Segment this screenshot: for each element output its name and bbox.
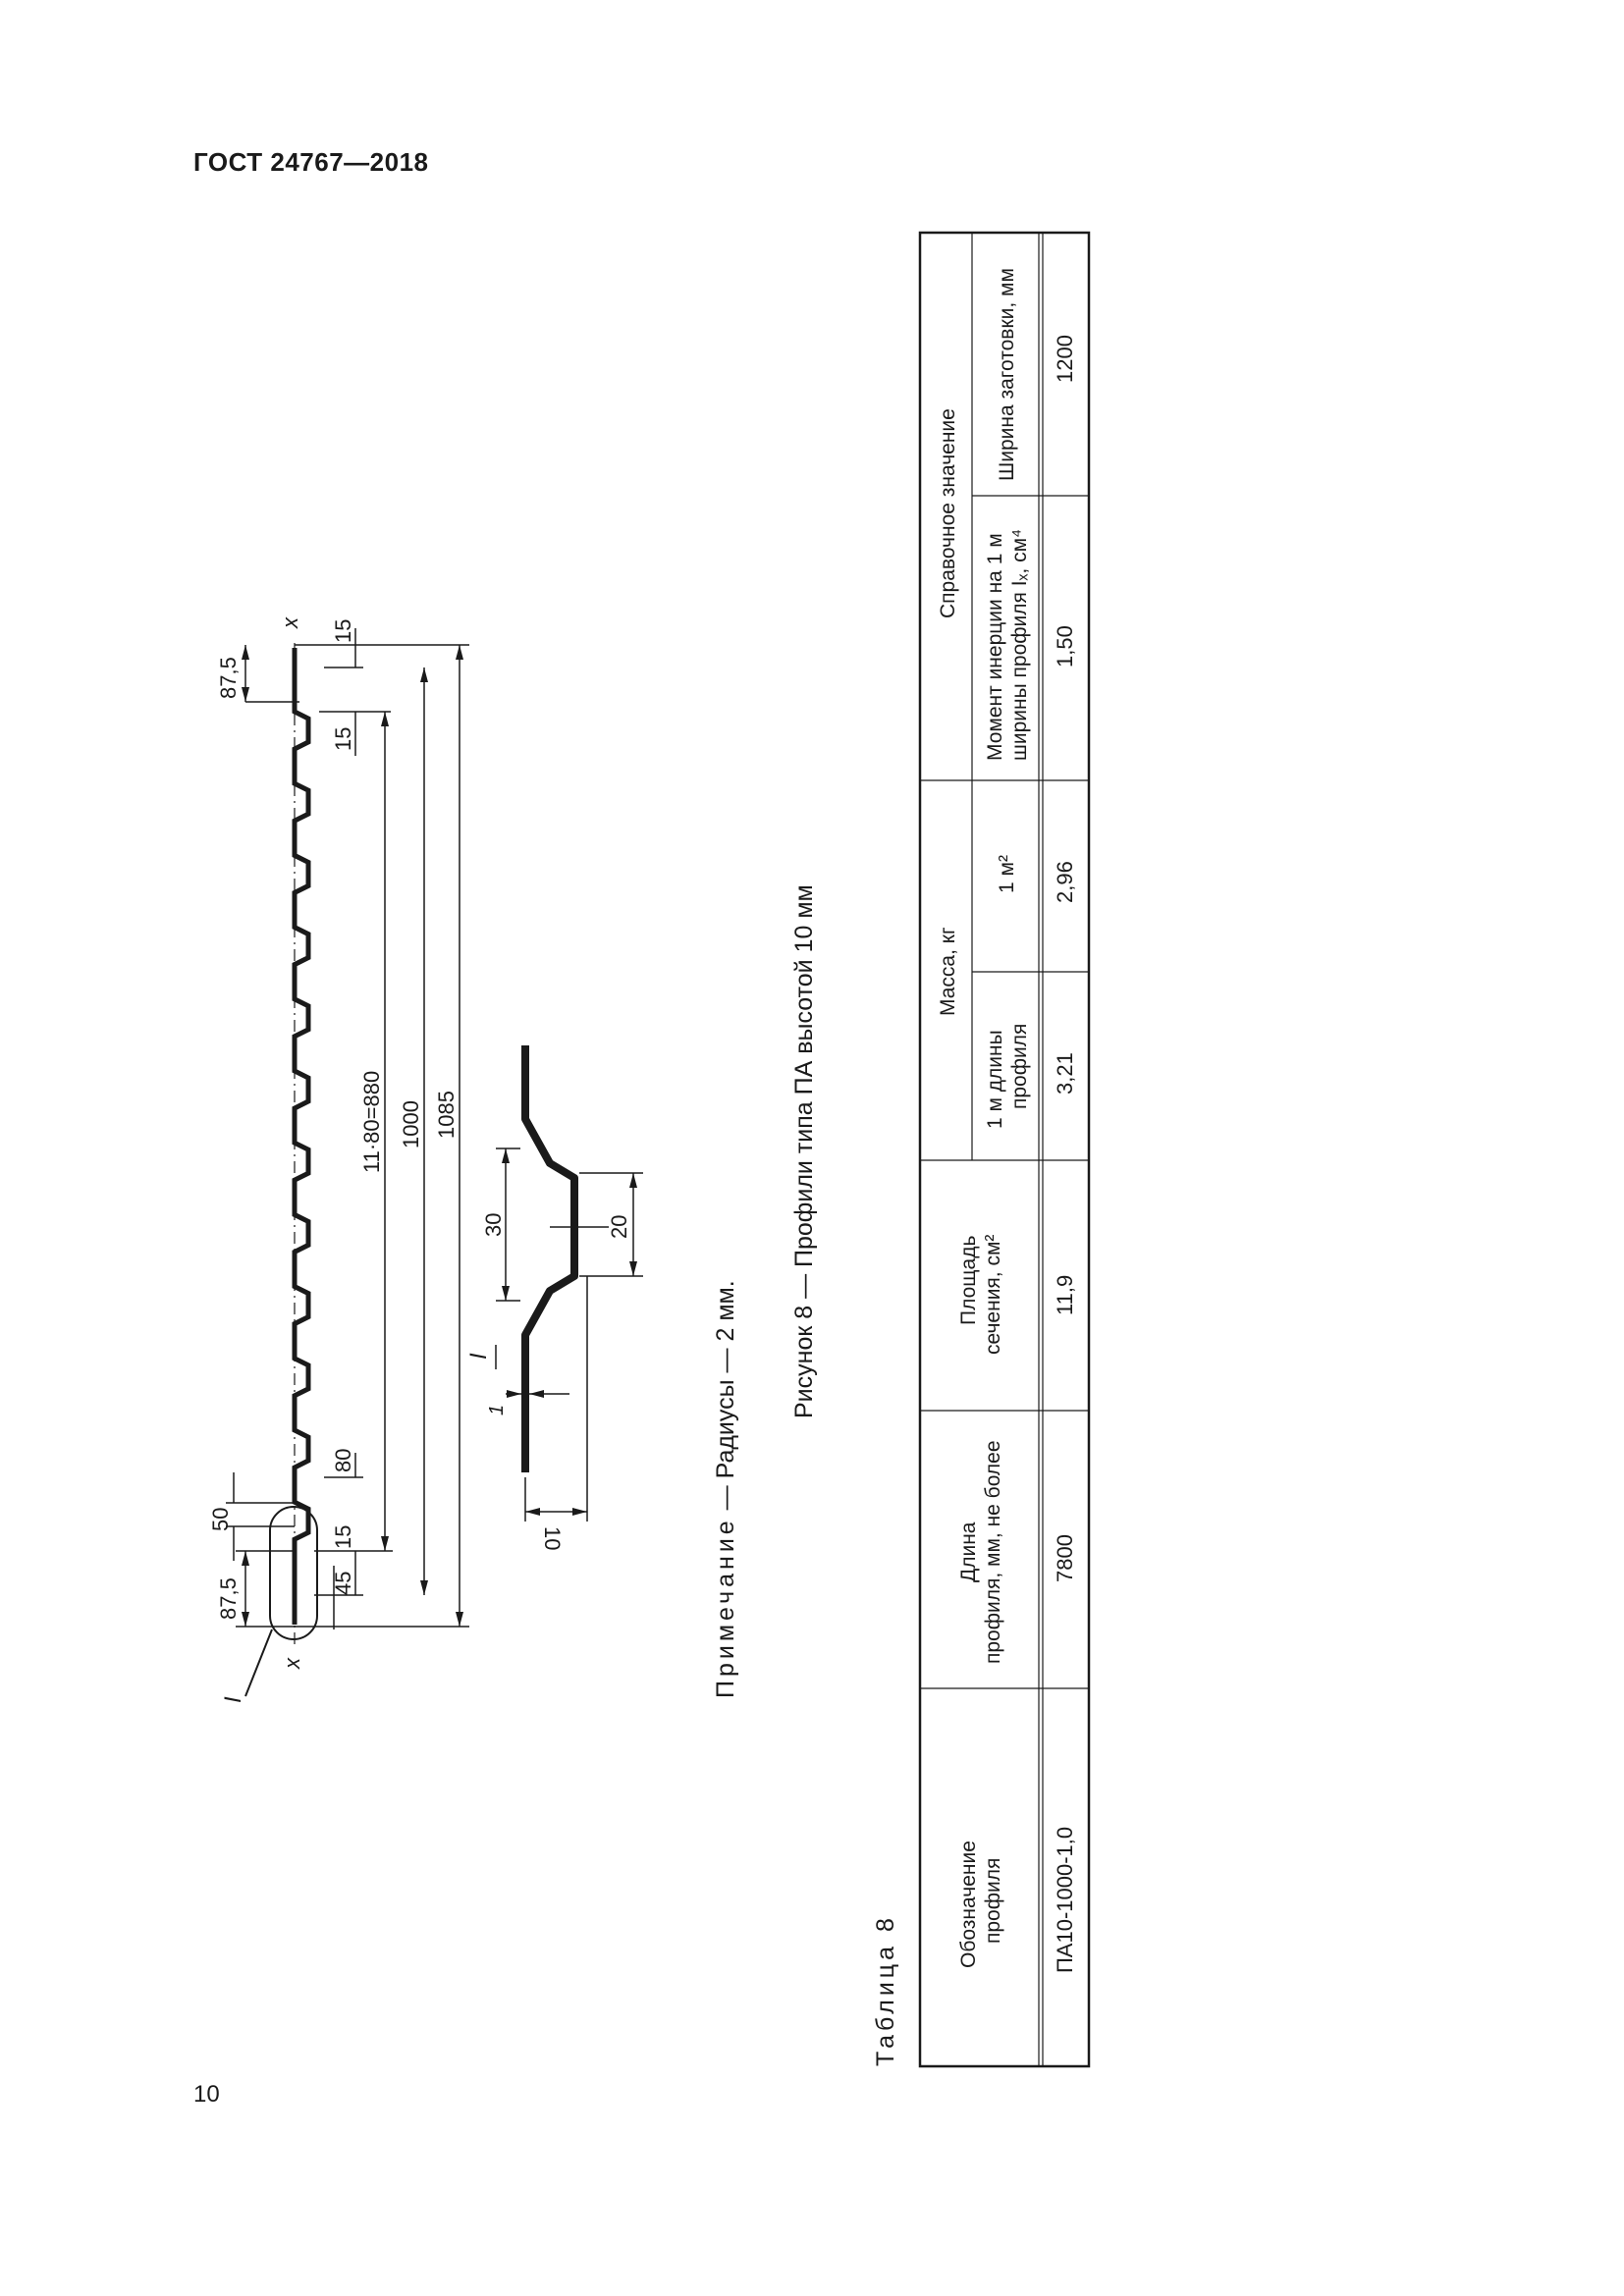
header-length-1: Длина bbox=[957, 1522, 980, 1582]
dim-15-b: 15 bbox=[331, 727, 355, 751]
dim-45: 45 bbox=[331, 1572, 355, 1595]
page-number: 10 bbox=[193, 2081, 220, 2108]
detail-dim-10: 10 bbox=[540, 1526, 565, 1550]
detail-dim-1: 1 bbox=[486, 1405, 508, 1415]
cell-length: 7800 bbox=[1053, 1534, 1077, 1582]
header-mass-per-m2: 1 м² bbox=[996, 855, 1018, 893]
detail-view bbox=[496, 1045, 643, 1522]
detail-arrows bbox=[502, 1148, 637, 1516]
dim-x-top: x bbox=[278, 616, 302, 629]
document-header: ГОСТ 24767—2018 bbox=[193, 147, 429, 177]
header-mass-per-m-1: 1 м длины bbox=[984, 1030, 1006, 1129]
cell-mass-per-m2: 2,96 bbox=[1053, 861, 1077, 903]
dim-50: 50 bbox=[208, 1508, 233, 1531]
corrugated-profile bbox=[292, 643, 311, 1649]
header-length-2: профиля, мм, не более bbox=[982, 1440, 1004, 1664]
dim-15-c: 15 bbox=[331, 1525, 355, 1549]
dim-x-bottom: x bbox=[280, 1657, 304, 1670]
header-inertia-1: Момент инерции на 1 м bbox=[984, 533, 1006, 761]
dim-87-5-bottom: 87,5 bbox=[216, 1577, 241, 1620]
detail-label-I: I bbox=[465, 1353, 492, 1360]
dimension-arrows bbox=[242, 645, 463, 1627]
cell-designation: ПА10-1000-1,0 bbox=[1053, 1827, 1077, 1973]
header-area-2: сечения, см² bbox=[982, 1235, 1004, 1355]
cell-blank-width: 1200 bbox=[1053, 335, 1077, 383]
cell-area: 11,9 bbox=[1053, 1275, 1077, 1315]
header-mass-per-m-2: профиля bbox=[1008, 1024, 1031, 1109]
header-inertia-2: ширины профиля Iₓ, см⁴ bbox=[1008, 529, 1031, 761]
dim-1085: 1085 bbox=[434, 1091, 459, 1139]
detail-marker bbox=[244, 1506, 318, 1697]
header-designation-1: Обозначение bbox=[957, 1841, 980, 1968]
dim-1000: 1000 bbox=[399, 1100, 423, 1148]
view-label-I: I bbox=[220, 1696, 246, 1703]
header-area-1: Площадь bbox=[957, 1236, 980, 1325]
header-designation-2: профиля bbox=[982, 1858, 1004, 1944]
dimension-lines bbox=[226, 628, 469, 1629]
detail-dim-30: 30 bbox=[481, 1213, 506, 1237]
header-reference: Справочное значение bbox=[937, 408, 959, 618]
dim-80: 80 bbox=[331, 1449, 355, 1472]
dim-11x80: 11·80=880 bbox=[359, 1071, 384, 1173]
cell-mass-per-m: 3,21 bbox=[1053, 1052, 1077, 1095]
dim-87-5-top: 87,5 bbox=[216, 657, 241, 699]
dim-15-a: 15 bbox=[331, 619, 355, 643]
header-blank-width: Ширина заготовки, мм bbox=[996, 268, 1018, 481]
header-mass: Масса, кг bbox=[937, 927, 959, 1016]
cell-inertia: 1,50 bbox=[1053, 625, 1077, 667]
detail-dim-20: 20 bbox=[607, 1215, 631, 1239]
